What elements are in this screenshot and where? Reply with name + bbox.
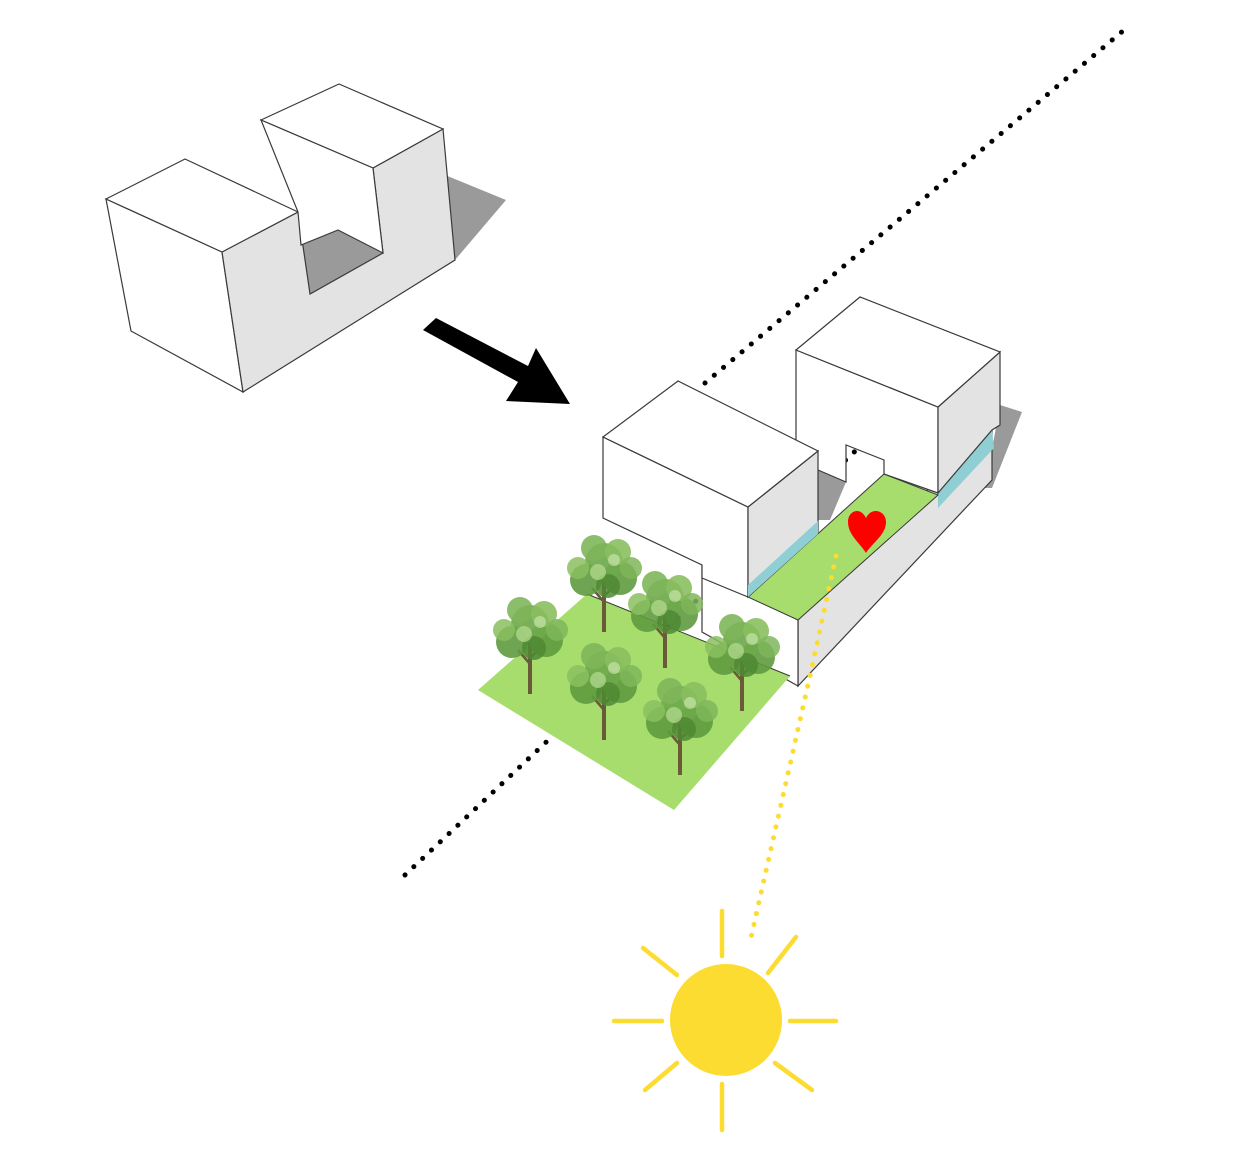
gap-shadow (818, 470, 846, 520)
green-courtyard (747, 473, 939, 621)
transformation-arrow (423, 318, 570, 404)
u-mass-inner-shadow (301, 230, 383, 294)
glass-band-right (938, 430, 994, 508)
park-with-trees (478, 533, 791, 810)
u-mass-shadow (445, 175, 506, 260)
tower-left-top (601, 380, 820, 508)
after-mass-shadow (985, 405, 1022, 488)
sun-icon (611, 908, 839, 1133)
heart-icon (848, 511, 886, 553)
u-mass-right-block-front (259, 118, 384, 255)
tower-right-top (794, 296, 1002, 408)
sun-rays (611, 908, 839, 1133)
split-twin-blocks-after (601, 296, 1022, 688)
arrow-icon (423, 318, 570, 404)
sun-disc (670, 964, 782, 1076)
sunlight-path (747, 553, 839, 945)
u-shaped-mass-before (104, 83, 506, 394)
glass-band-left-tower (748, 521, 818, 597)
